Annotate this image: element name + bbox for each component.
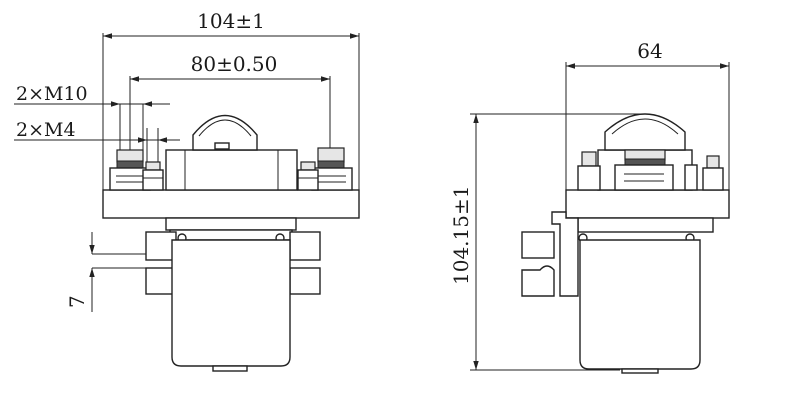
front-dome-cover xyxy=(192,114,258,151)
left-m4-terminal xyxy=(142,161,164,191)
front-bracket-lower-left xyxy=(145,267,177,295)
side-dome-cover xyxy=(604,113,686,151)
terminal-spacing-label: 80±0.50 xyxy=(191,52,278,76)
left-m10-terminal xyxy=(109,149,151,191)
front-bracket-lower-right xyxy=(289,267,321,295)
side-bracket xyxy=(551,211,579,297)
front-flange xyxy=(165,217,297,231)
side-bracket-tab-upper xyxy=(521,231,555,259)
side-bracket-tab-lower xyxy=(521,265,555,297)
side-width-label: 64 xyxy=(637,39,662,63)
front-bracket-upper-right xyxy=(289,231,321,261)
front-view: 7 104±1 80±0.50 2×M10 2×M4 xyxy=(14,9,360,372)
overall-width-label: 104±1 xyxy=(197,9,265,33)
right-m4-terminal xyxy=(297,161,319,191)
side-base-plate xyxy=(565,189,730,219)
front-coil-can xyxy=(171,239,291,367)
front-housing xyxy=(165,149,298,191)
m10-thread-label: 2×M10 xyxy=(16,83,88,105)
side-view: 64 104.15±1 xyxy=(449,39,730,374)
side-coil-can xyxy=(579,239,701,370)
m4-thread-label: 2×M4 xyxy=(16,119,76,141)
front-base-plate xyxy=(102,189,360,219)
side-flange xyxy=(577,217,714,233)
side-center-terminal xyxy=(614,164,674,191)
bracket-offset-label: 7 xyxy=(65,295,89,308)
overall-height-label: 104.15±1 xyxy=(449,186,473,285)
